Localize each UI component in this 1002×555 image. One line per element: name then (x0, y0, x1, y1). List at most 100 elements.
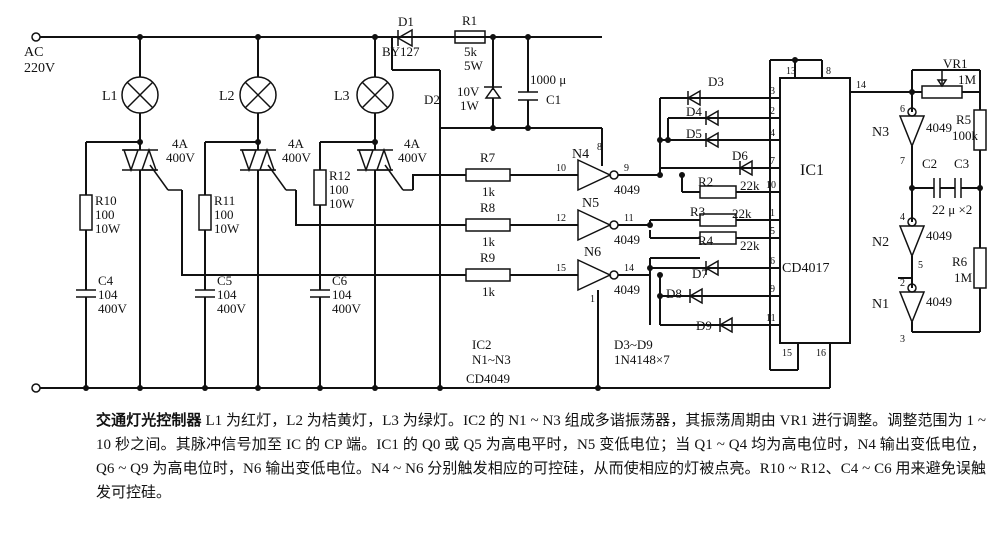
c2-label: C2 (922, 156, 937, 171)
n5-out-pin: 11 (624, 213, 634, 224)
c4-voltage: 400V (98, 301, 128, 316)
lamp-l1-label: L1 (102, 89, 118, 104)
ic1-pin9: 9 (770, 284, 775, 295)
ic1-pin7: 7 (770, 156, 775, 167)
ic1-pin13: 13 (786, 66, 796, 77)
n5-chip: 4049 (614, 232, 640, 247)
ic1-pin3: 3 (770, 86, 775, 97)
ac-voltage-label: 220V (24, 61, 55, 76)
d2-label: D2 (424, 92, 440, 107)
c4-label: C4 (98, 273, 114, 288)
lamp-l2-label: L2 (219, 89, 235, 104)
ac-label: AC (24, 45, 43, 60)
triac-2-current: 4A (288, 136, 305, 151)
ic1-name: IC1 (800, 162, 824, 179)
c5-value: 104 (217, 287, 237, 302)
n5-label: N5 (582, 196, 599, 211)
ic1-cd4017 (769, 57, 912, 388)
r12-value: 100 (329, 182, 349, 197)
n1-label: N1 (872, 297, 889, 312)
power-supply (391, 28, 602, 391)
d8-label: D8 (666, 286, 682, 301)
r12-label: R12 (329, 168, 351, 183)
n4-label: N4 (572, 147, 589, 162)
d9-label: D9 (696, 318, 712, 333)
vr1-value: 1M (958, 72, 977, 87)
d2-voltage: 10V (457, 84, 480, 99)
r12-power: 10W (329, 196, 355, 211)
ic2-sub: N1~N3 (472, 352, 511, 367)
ic1-pin11: 11 (766, 313, 776, 324)
bottom-rail (31, 383, 830, 393)
ic1-pin15: 15 (782, 348, 792, 359)
r8-value: 1k (482, 234, 496, 249)
n4-chip: 4049 (614, 182, 640, 197)
n6-label: N6 (584, 245, 601, 260)
n5-in-pin: 12 (556, 213, 566, 224)
caption-title: 交通灯光控制器 (96, 411, 202, 429)
r1-label: R1 (462, 13, 477, 28)
gate-n4 (465, 128, 660, 192)
r5-value: 100k (952, 128, 979, 143)
r3-value: 22k (732, 206, 752, 221)
c6-label: C6 (332, 273, 348, 288)
c1-value: 1000 μ (530, 72, 566, 87)
r11-label: R11 (214, 193, 235, 208)
r11-power: 10W (214, 221, 240, 236)
n4-out-pin: 9 (624, 163, 629, 174)
n3-in-pin: 7 (900, 156, 905, 167)
n1-in-pin: 2 (900, 278, 905, 289)
caption-body: L1 为红灯，L2 为桔黄灯，L3 为绿灯。IC2 的 N1 ~ N3 组成多谐… (96, 413, 986, 501)
r10-label: R10 (95, 193, 117, 208)
r1-power: 5W (464, 58, 484, 73)
trigger-wires (181, 174, 466, 276)
r4-value: 22k (740, 238, 760, 253)
r6-value: 1M (954, 270, 973, 285)
r10-value: 100 (95, 207, 115, 222)
c6-voltage: 400V (332, 301, 362, 316)
r1-value: 5k (464, 44, 478, 59)
gate-n6 (465, 258, 650, 391)
n1-out-pin: 3 (900, 334, 905, 345)
d4-label: D4 (686, 104, 702, 119)
d6-label: D6 (732, 148, 748, 163)
top-rail (31, 32, 602, 42)
oscillator (898, 69, 987, 333)
n1-chip: 4049 (926, 294, 952, 309)
n3-out-pin: 6 (900, 104, 905, 115)
ic1-pin5: 5 (770, 226, 775, 237)
triac-3-current: 4A (404, 136, 421, 151)
diode-matrix (647, 89, 780, 334)
r3-label: R3 (690, 204, 705, 219)
d7-label: D7 (692, 266, 708, 281)
r2-value: 22k (740, 178, 760, 193)
n4-in-pin: 10 (556, 163, 566, 174)
ic1-pin16: 16 (816, 348, 826, 359)
r10-power: 10W (95, 221, 121, 236)
triac-1-current: 4A (172, 136, 189, 151)
d1-type: BY127 (382, 44, 420, 59)
r9-value: 1k (482, 284, 496, 299)
c4-value: 104 (98, 287, 118, 302)
triac-2-voltage: 400V (282, 150, 312, 165)
ic1-pin6: 6 (770, 256, 775, 267)
d1-label: D1 (398, 14, 414, 29)
n2-label: N2 (872, 235, 889, 250)
lamp-l3-label: L3 (334, 89, 350, 104)
r9-label: R9 (480, 250, 495, 265)
n2-out-pin: 5 (918, 260, 923, 271)
r6-label: R6 (952, 254, 968, 269)
ic1-pin4: 4 (770, 128, 775, 139)
circuit-schematic: AC 220V L1 4A 400V R10 100 10W C4 104 40… (24, 13, 987, 393)
d3-label: D3 (708, 74, 724, 89)
d5-label: D5 (686, 126, 702, 141)
n6-out-pin: 14 (624, 263, 634, 274)
ic1-pin8: 8 (826, 66, 831, 77)
r8-label: R8 (480, 200, 495, 215)
triac-3-voltage: 400V (398, 150, 428, 165)
r11-value: 100 (214, 207, 234, 222)
r5-label: R5 (956, 112, 971, 127)
ic1-pin1: 1 (770, 208, 775, 219)
lamp-branch-3 (310, 34, 413, 391)
c5-voltage: 400V (217, 301, 247, 316)
